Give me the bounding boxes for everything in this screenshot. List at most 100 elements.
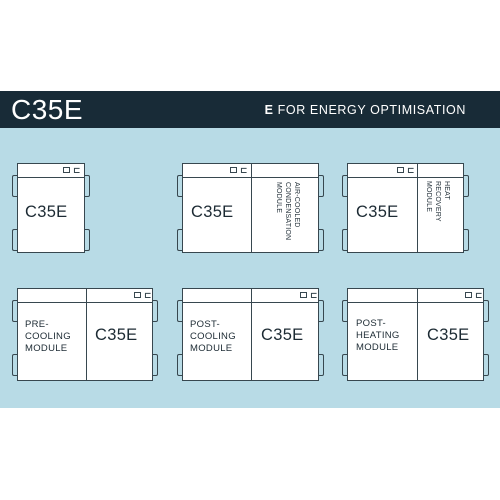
unit-body: ⊏ C35E AIR-COOLED CONDENSATION MODULE (182, 163, 319, 253)
connector-tab (153, 300, 158, 322)
module-label-line: MODULE (190, 343, 233, 354)
module-section: POST- HEATING MODULE (348, 289, 417, 380)
window-icon (300, 292, 307, 298)
module-label: AIR-COOLED CONDENSATION MODULE (274, 182, 301, 240)
unit-body: PRE- COOLING MODULE ⊏ C35E (17, 288, 153, 381)
unit-label: C35E (261, 326, 304, 344)
connector-tab (12, 300, 17, 322)
header-bar: C35E E FOR ENERGY OPTIMISATION (0, 91, 500, 128)
unit-label: C35E (191, 203, 234, 221)
top-strip-line (183, 302, 251, 303)
module-label: HEAT RECOVERY MODULE (424, 181, 451, 222)
connector-tab (342, 175, 347, 197)
control-panel-icon: ⊏ (73, 165, 81, 175)
connector-tab (153, 354, 158, 376)
module-label: POST- COOLING MODULE (190, 319, 236, 355)
unit-heat-recovery: ⊏ C35E HEAT RECOVERY MODULE (342, 163, 469, 253)
top-strip-line (418, 177, 463, 178)
control-panel-icon: ⊏ (310, 290, 318, 300)
module-label-line: HEATING (356, 330, 400, 341)
main-section: ⊏ C35E (417, 289, 483, 380)
top-strip-line (348, 177, 417, 178)
connector-tab (464, 175, 469, 197)
connector-tab (484, 300, 489, 322)
connector-tab (85, 175, 90, 197)
connector-tab (319, 175, 324, 197)
main-section: ⊏ C35E (183, 164, 251, 252)
tagline-emphasis: E (264, 103, 274, 117)
module-label-line: MODULE (425, 181, 432, 213)
unit-label: C35E (427, 326, 470, 344)
top-strip-line (418, 302, 483, 303)
unit-body: POST- HEATING MODULE ⊏ C35E (347, 288, 484, 381)
connector-tab (177, 354, 182, 376)
module-label-line: HEAT (443, 181, 450, 200)
unit-body: ⊏ C35E (17, 163, 85, 253)
top-strip-line (18, 302, 86, 303)
main-section: ⊏ C35E (86, 289, 152, 380)
control-panel-icon: ⊏ (475, 290, 483, 300)
unit-label: C35E (95, 326, 138, 344)
main-section: ⊏ C35E (251, 289, 318, 380)
module-label-line: COOLING (25, 331, 71, 342)
module-label-line: MODULE (25, 343, 68, 354)
connector-tab (85, 229, 90, 251)
module-label-line: RECOVERY (434, 181, 441, 222)
unit-body: POST- COOLING MODULE ⊏ C35E (182, 288, 319, 381)
module-label-line: MODULE (356, 342, 399, 353)
tagline: E FOR ENERGY OPTIMISATION (265, 102, 466, 118)
connector-tab (12, 175, 17, 197)
unit-air-cooled: ⊏ C35E AIR-COOLED CONDENSATION MODULE (177, 163, 324, 253)
connector-tab (342, 354, 347, 376)
unit-post-cooling: POST- COOLING MODULE ⊏ C35E (177, 288, 324, 381)
module-label: PRE- COOLING MODULE (25, 319, 71, 355)
control-panel-icon: ⊏ (407, 165, 415, 175)
connector-tab (12, 229, 17, 251)
diagram-panel: ⊏ C35E ⊏ C35E AIR-COOLED CONDENSATION MO… (0, 128, 500, 408)
module-label: POST- HEATING MODULE (356, 318, 400, 354)
module-section: PRE- COOLING MODULE (18, 289, 86, 380)
connector-tab (464, 229, 469, 251)
unit-basic: ⊏ C35E (12, 163, 90, 253)
unit-label: C35E (356, 203, 399, 221)
module-label-line: PRE- (25, 319, 49, 330)
page-title: C35E (11, 94, 84, 125)
connector-tab (319, 300, 324, 322)
connector-tab (319, 229, 324, 251)
window-icon (230, 167, 237, 173)
control-panel-icon: ⊏ (240, 165, 248, 175)
connector-tab (319, 354, 324, 376)
window-icon (465, 292, 472, 298)
connector-tab (342, 229, 347, 251)
top-strip-line (252, 302, 318, 303)
unit-post-heating: POST- HEATING MODULE ⊏ C35E (342, 288, 489, 381)
connector-tab (342, 300, 347, 322)
module-label-line: MODULE (275, 182, 282, 214)
window-icon (63, 167, 70, 173)
control-panel-icon: ⊏ (144, 290, 152, 300)
module-label-line: POST- (190, 319, 221, 330)
top-strip-line (87, 302, 152, 303)
unit-body: ⊏ C35E HEAT RECOVERY MODULE (347, 163, 464, 253)
top-strip-line (348, 302, 417, 303)
module-label-line: POST- (356, 318, 387, 329)
top-strip-line (18, 177, 84, 178)
module-label-line: AIR-COOLED (293, 182, 300, 228)
connector-tab (12, 354, 17, 376)
window-icon (397, 167, 404, 173)
unit-pre-cooling: PRE- COOLING MODULE ⊏ C35E (12, 288, 158, 381)
connector-tab (177, 300, 182, 322)
window-icon (134, 292, 141, 298)
module-label-line: CONDENSATION (284, 182, 291, 241)
connector-tab (177, 175, 182, 197)
module-section: POST- COOLING MODULE (183, 289, 251, 380)
tagline-text: FOR ENERGY OPTIMISATION (273, 103, 466, 117)
top-strip-line (183, 177, 251, 178)
connector-tab (177, 229, 182, 251)
connector-tab (484, 354, 489, 376)
module-section: HEAT RECOVERY MODULE (417, 164, 463, 252)
main-section: ⊏ C35E (348, 164, 417, 252)
module-section: AIR-COOLED CONDENSATION MODULE (251, 164, 318, 252)
module-label-line: COOLING (190, 331, 236, 342)
unit-label: C35E (25, 203, 68, 221)
